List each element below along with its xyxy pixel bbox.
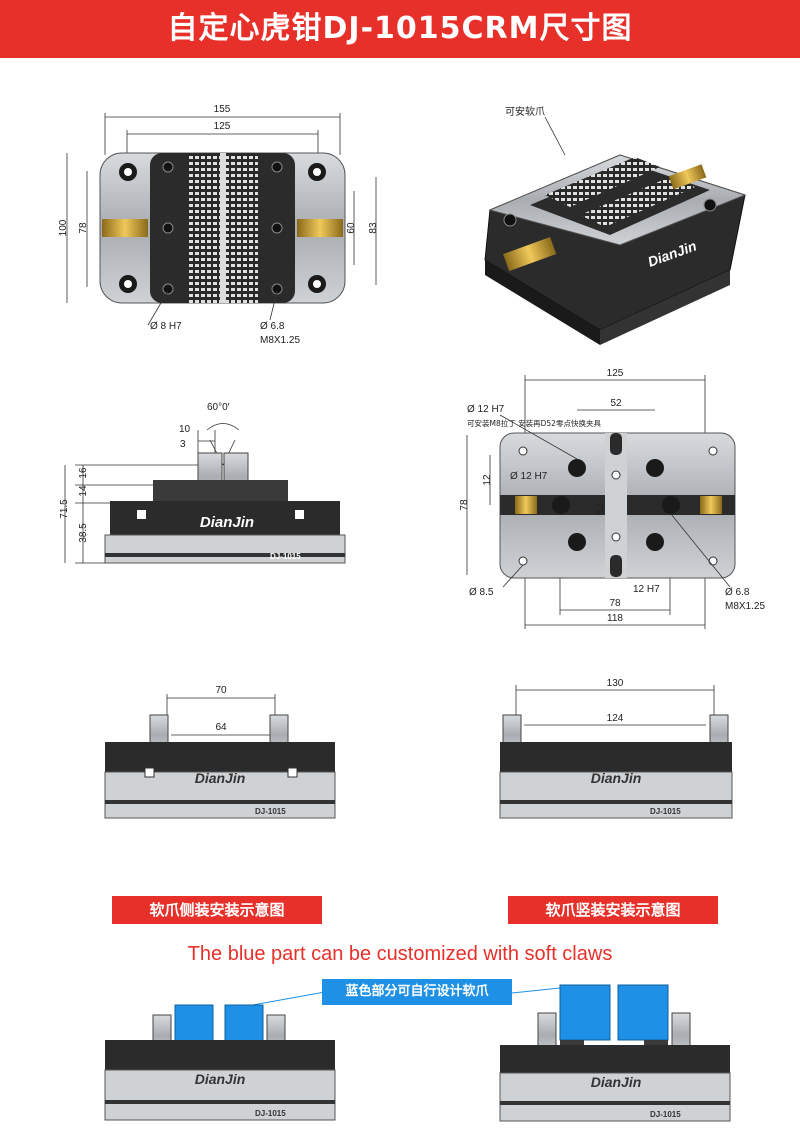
dim-71-5: 71.5	[59, 499, 70, 519]
dim-64: 64	[215, 722, 227, 733]
blue-part-label: 蓝色部分可自行设计软爪	[322, 979, 512, 1005]
dim-b-125: 125	[607, 368, 624, 379]
side-model-mark: DJ-1015	[270, 552, 301, 561]
callout-b-thread: M8X1.25	[725, 601, 765, 612]
side-mount-soft-jaw-labels: DianJin DJ-1015	[195, 1071, 287, 1118]
dim-b-118: 118	[607, 613, 623, 624]
callout-pin-hole: Ø 8 H7	[150, 321, 182, 332]
dim-38-5: 38.5	[78, 523, 89, 543]
vertical-mount-soft-jaw-labels: DianJin DJ-1015	[591, 1074, 682, 1119]
dim-70: 70	[215, 685, 227, 696]
top-view-drawing	[66, 113, 377, 326]
bottom-view-drawing	[466, 375, 736, 629]
open-brand-logo-1: DianJin	[195, 770, 246, 786]
dim-155: 155	[214, 104, 231, 115]
bottom-view-labels: 125 52 78 12 52 78 118 12 H7 Ø 12 H7 可安装…	[459, 368, 765, 624]
dim-16: 16	[78, 467, 89, 479]
callout-b-thread-hole: Ø 6.8	[725, 587, 750, 598]
header-bar	[0, 0, 800, 58]
callout-thread-hole: Ø 6.8	[260, 321, 285, 332]
english-note: The blue part can be customized with sof…	[187, 943, 613, 965]
dim-b-slot: 12 H7	[633, 584, 660, 595]
callout-dowel-note: 可安装M8拉丁 安装再D52零点快换夹具	[467, 418, 601, 428]
soft-brand-logo-1: DianJin	[195, 1071, 246, 1087]
side-brand-logo: DianJin	[200, 514, 254, 531]
dim-b-12: 12	[482, 474, 493, 486]
iso-view-labels: 可安软爪 DianJin	[505, 105, 699, 270]
callout-dowel-top: Ø 12 H7	[467, 404, 505, 415]
dim-b-52-vertical: 52	[595, 503, 606, 515]
vertical-mount-open-labels: 130 124 DianJin DJ-1015	[591, 678, 682, 816]
dim-124: 124	[607, 713, 624, 724]
top-view-dimensions: 155 125 100 78 60 83 Ø 8 H7 Ø 6.8 M8X1.2…	[58, 104, 379, 346]
open-model-1: DJ-1015	[255, 807, 286, 816]
callout-thread: M8X1.25	[260, 335, 300, 346]
dim-b-52: 52	[610, 398, 622, 409]
vertical-mount-soft-jaw	[499, 984, 731, 1122]
dim-78: 78	[78, 222, 89, 234]
side-mount-soft-jaw	[104, 991, 336, 1121]
dim-angle: 60°0'	[207, 402, 230, 413]
dim-10: 10	[179, 424, 191, 435]
dim-3: 3	[180, 439, 186, 450]
banner-vertical-mount: 软爪竖装安装示意图	[508, 896, 718, 924]
dim-b-78: 78	[459, 499, 470, 511]
soft-model-2: DJ-1015	[650, 1110, 681, 1119]
side-view-drawing	[64, 423, 346, 564]
dim-125: 125	[214, 121, 231, 132]
dim-14: 14	[78, 485, 89, 497]
page-title: 自定心虎钳DJ-1015CRM尺寸图	[167, 11, 633, 46]
open-brand-logo-2: DianJin	[591, 770, 642, 786]
side-mount-open-labels: 70 64 DianJin DJ-1015	[195, 685, 287, 816]
iso-brand-logo: DianJin	[646, 237, 699, 269]
side-view-labels: 60°0' 10 3 14 16 71.5 38.5 DianJin DJ-10…	[59, 402, 301, 561]
dim-b-inner-78: 78	[609, 598, 621, 609]
callout-corner-hole: Ø 8.5	[469, 587, 494, 598]
soft-model-1: DJ-1015	[255, 1109, 286, 1118]
dim-100: 100	[58, 219, 69, 236]
soft-brand-logo-2: DianJin	[591, 1074, 642, 1090]
open-model-2: DJ-1015	[650, 807, 681, 816]
dim-83: 83	[368, 222, 379, 234]
callout-dowel-mid: Ø 12 H7	[510, 471, 548, 482]
callout-soft-jaw: 可安软爪	[505, 105, 545, 118]
banner-side-mount: 软爪侧装安装示意图	[112, 896, 322, 924]
dim-130: 130	[607, 678, 624, 689]
side-mount-open-view	[104, 694, 336, 819]
iso-view-drawing	[484, 116, 747, 345]
dim-60: 60	[346, 222, 357, 234]
vertical-mount-open-view	[499, 685, 733, 819]
